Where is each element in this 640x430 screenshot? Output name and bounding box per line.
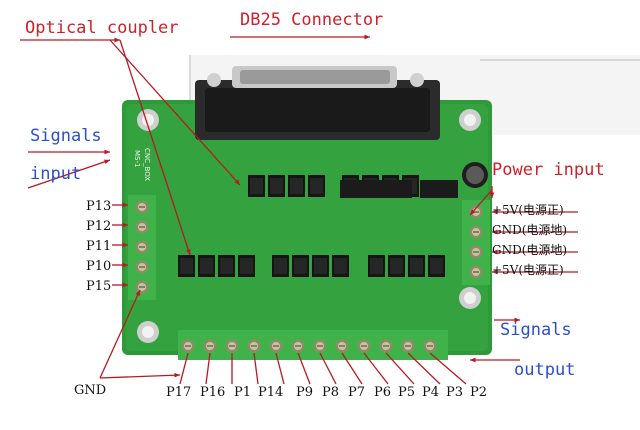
optocoupler-row bbox=[178, 175, 458, 277]
optocoupler-chip bbox=[178, 255, 195, 277]
bottom-terminal-block bbox=[178, 330, 448, 360]
screw-terminal bbox=[203, 339, 217, 353]
screw-terminal bbox=[469, 225, 483, 239]
screw-terminal bbox=[135, 200, 149, 214]
bottom-pin-label: P1 bbox=[234, 385, 252, 400]
bottom-pin-label: P17 bbox=[166, 385, 192, 400]
screw-terminal bbox=[269, 339, 283, 353]
bottom-pin-label: P16 bbox=[200, 385, 226, 400]
screw-terminal bbox=[181, 339, 195, 353]
bottom-pin-label: P8 bbox=[322, 385, 340, 400]
power-pin-label: +5V(电源正) bbox=[492, 263, 564, 277]
optocoupler-chip bbox=[248, 175, 265, 197]
screw-terminal bbox=[401, 339, 415, 353]
screw-terminal bbox=[469, 265, 483, 279]
ic-chip bbox=[340, 180, 380, 198]
bottom-pin-label: P9 bbox=[296, 385, 314, 400]
optocoupler-chip bbox=[238, 255, 255, 277]
screw-terminal bbox=[135, 240, 149, 254]
db25-connector bbox=[195, 66, 440, 140]
screw-terminal bbox=[469, 245, 483, 259]
bottom-pin-label: P14 bbox=[258, 385, 284, 400]
signals-output-label-line2: output bbox=[514, 360, 576, 380]
screw-terminal bbox=[291, 339, 305, 353]
left-pin-label: P12 bbox=[86, 219, 112, 234]
optocoupler-chip bbox=[292, 255, 309, 277]
screw-terminal bbox=[135, 280, 149, 294]
screw-terminal bbox=[313, 339, 327, 353]
power-pin-label: +5V(电源正) bbox=[492, 203, 564, 217]
optocoupler-chip bbox=[268, 175, 285, 197]
bottom-pin-label: P5 bbox=[398, 385, 416, 400]
screw-terminal bbox=[225, 339, 239, 353]
bottom-pin-label: P7 bbox=[348, 385, 366, 400]
bottom-pin-label: P2 bbox=[470, 385, 488, 400]
signals-output-label: Signals bbox=[500, 320, 572, 340]
bottom-pin-label: P4 bbox=[422, 385, 440, 400]
power-pin-label: GND(电源地) bbox=[492, 243, 568, 257]
screw-terminal bbox=[357, 339, 371, 353]
optical-coupler-label: Optical coupler bbox=[25, 18, 179, 38]
gnd-label: GND bbox=[74, 383, 107, 398]
screw-terminal bbox=[379, 339, 393, 353]
power-terminal-block bbox=[462, 200, 490, 285]
optocoupler-chip bbox=[388, 255, 405, 277]
screw-terminal bbox=[135, 220, 149, 234]
optocoupler-chip bbox=[332, 255, 349, 277]
db25-connector-label: DB25 Connector bbox=[240, 10, 384, 30]
signals-input-label: Signals bbox=[30, 126, 102, 146]
optocoupler-chip bbox=[368, 255, 385, 277]
screw-terminal bbox=[247, 339, 261, 353]
screw-terminal bbox=[423, 339, 437, 353]
optocoupler-chip bbox=[408, 255, 425, 277]
ic-chip bbox=[420, 180, 458, 198]
optocoupler-chip bbox=[308, 175, 325, 197]
silkscreen-model: MS-1 bbox=[133, 150, 141, 168]
optocoupler-chip bbox=[272, 255, 289, 277]
ic-chip bbox=[376, 180, 412, 198]
optocoupler-chip bbox=[288, 175, 305, 197]
left-pin-label: P13 bbox=[86, 199, 112, 214]
screw-terminal bbox=[135, 260, 149, 274]
bottom-pin-label: P3 bbox=[446, 385, 464, 400]
signals-input-label-line2: input bbox=[30, 164, 82, 184]
power-pin-label: GND(电源地) bbox=[492, 223, 568, 237]
optocoupler-chip bbox=[428, 255, 445, 277]
mounting-hole bbox=[137, 109, 481, 343]
left-terminal-block bbox=[128, 195, 156, 300]
screw-terminal bbox=[335, 339, 349, 353]
silkscreen-brand: CNC_BOX bbox=[143, 148, 151, 182]
capacitor bbox=[462, 162, 488, 188]
left-pin-label: P15 bbox=[86, 279, 112, 294]
optocoupler-chip bbox=[198, 255, 215, 277]
optocoupler-chip bbox=[218, 255, 235, 277]
callout-pointers bbox=[20, 34, 578, 385]
bottom-pin-label: P6 bbox=[374, 385, 392, 400]
power-input-label: Power input bbox=[492, 160, 605, 180]
left-pin-label: P10 bbox=[86, 259, 112, 274]
optocoupler-chip bbox=[312, 255, 329, 277]
left-pin-label: P11 bbox=[86, 239, 112, 254]
